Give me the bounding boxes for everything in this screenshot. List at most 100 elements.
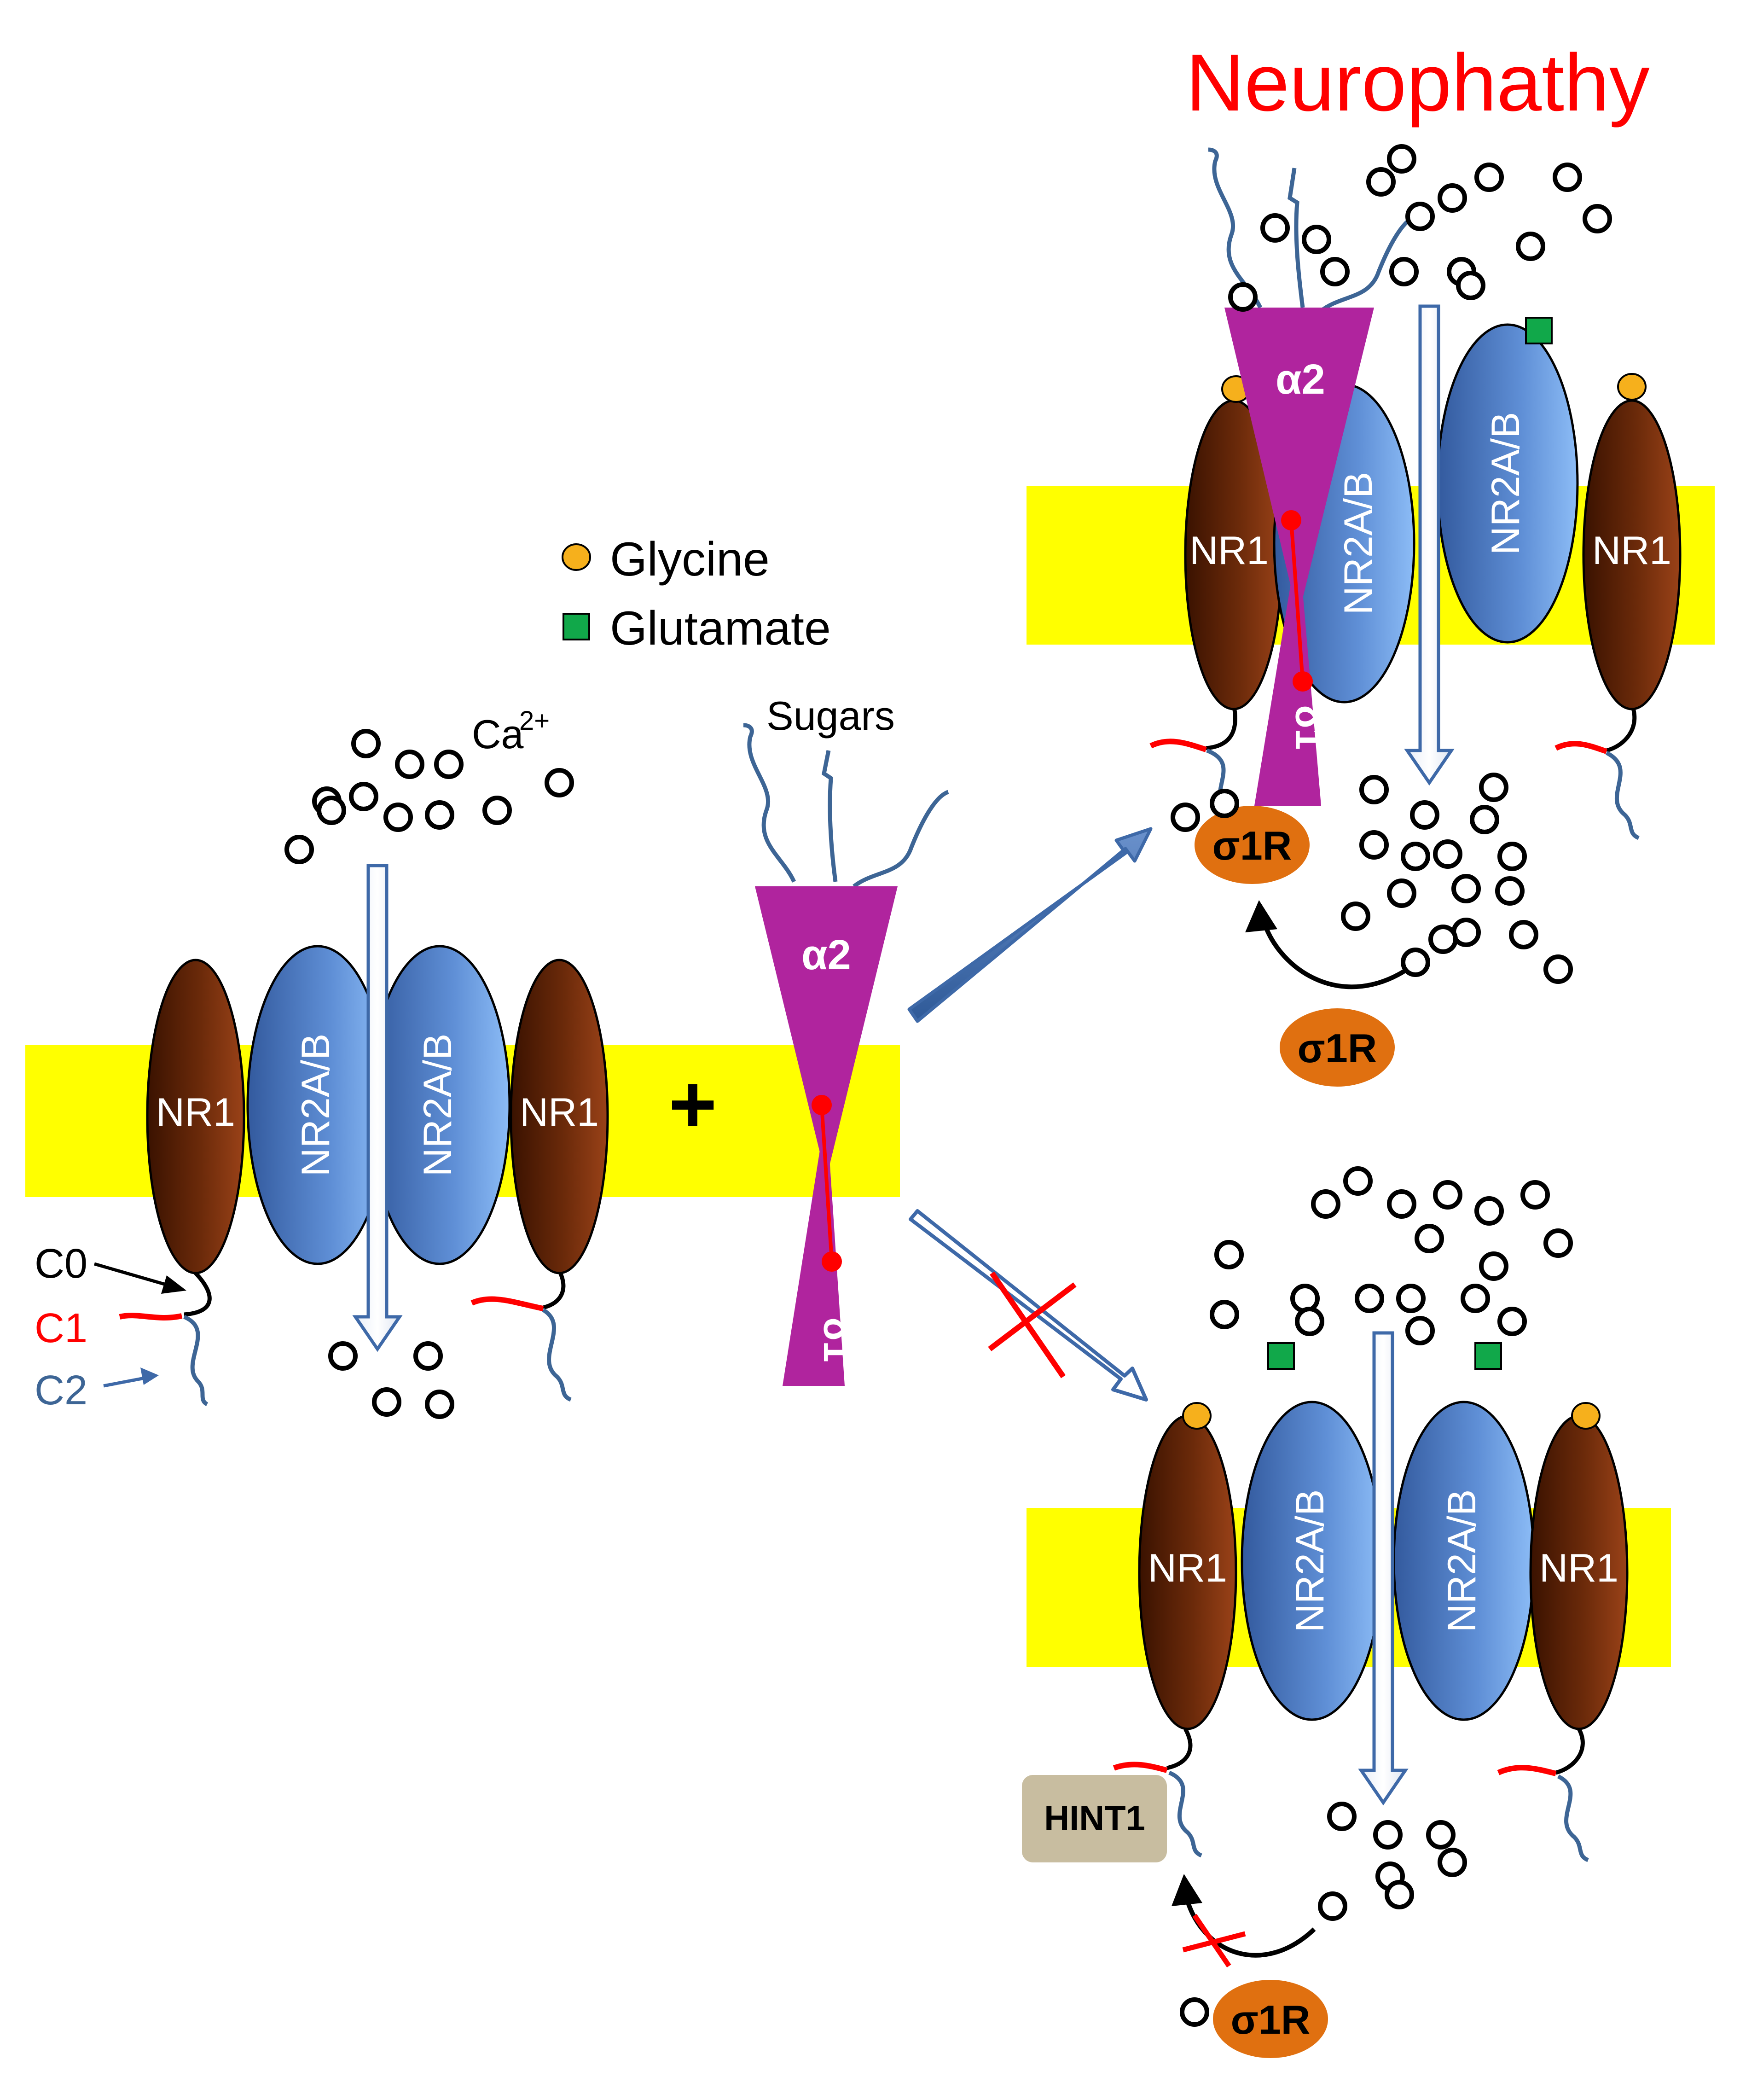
calcium-ion	[1359, 775, 1389, 804]
pathway-to-neuropathy	[907, 827, 1153, 1023]
c-terminal-tail	[542, 1269, 566, 1310]
calcium-ion	[1341, 902, 1370, 931]
sugar-chain	[1208, 147, 1263, 308]
nr1-label: NR1	[1189, 529, 1269, 573]
c0-pointer-arrowhead	[161, 1275, 186, 1294]
delta1-label: δ1	[816, 1317, 859, 1362]
nr2-label: NR2A/B	[1336, 472, 1380, 615]
calcium-ion	[1214, 1240, 1244, 1269]
calcium-ion	[1451, 874, 1481, 903]
sugar-chain	[821, 750, 838, 882]
sugar-chain	[1288, 168, 1305, 308]
calcium-ion	[1302, 225, 1331, 254]
calcium-ion	[425, 1390, 454, 1419]
calcium-ion	[372, 1387, 401, 1417]
calcium-ion	[284, 835, 314, 864]
calcium-ion	[1433, 1180, 1462, 1210]
sigma1r-label: σ1R	[1231, 1997, 1311, 2042]
calcium-ion	[545, 768, 574, 797]
nr1-label: NR1	[1592, 529, 1671, 573]
hint1-box	[1022, 1775, 1167, 1862]
sugar-chain	[1320, 214, 1416, 313]
calcium-ion	[1318, 1891, 1347, 1921]
nr1-label: NR1	[1539, 1546, 1618, 1590]
calcium-ion	[1366, 167, 1396, 197]
calcium-ion	[1355, 1284, 1384, 1313]
c-terminal-tail	[1166, 1728, 1193, 1770]
calcium-ion	[1389, 257, 1419, 286]
calcium-ion	[1343, 1166, 1373, 1196]
blocked-recruitment-arrowhead	[1172, 1874, 1202, 1906]
sigma1r-label: σ1R	[1298, 1025, 1377, 1071]
calcium-ion	[1405, 1316, 1435, 1345]
calcium-ion	[1180, 1997, 1209, 2027]
legend-glutamate-marker	[563, 613, 590, 640]
nr2-label: NR2A/B	[294, 1034, 338, 1177]
c-terminal-tail	[470, 1296, 544, 1311]
calcium-ion	[395, 750, 424, 779]
calcium-ion	[1410, 800, 1439, 830]
calcium-ion	[1438, 1848, 1467, 1877]
calcium-ion	[1470, 805, 1499, 834]
recruitment-arrow	[1261, 920, 1412, 989]
c-terminal-tail	[1168, 1770, 1203, 1858]
panel-hint1-protected: NR1 NR2A/B NR2A/B NR1 HINT1 σ1R	[1022, 1331, 1671, 2058]
legend-glycine-label: Glycine	[610, 533, 770, 586]
c-terminal-tail	[1113, 1762, 1168, 1773]
c-terminal-tail	[183, 1315, 209, 1407]
calcium-ion	[1495, 876, 1525, 906]
calcium-ion	[1327, 1802, 1357, 1831]
sigma1r-free	[1213, 1980, 1328, 2058]
calcium-ion	[328, 1341, 358, 1371]
ion-channel-arrow	[1358, 1331, 1409, 1806]
calcium-ion	[1290, 1284, 1320, 1313]
disulfide-bond	[1281, 510, 1301, 530]
calcium-ion	[434, 750, 464, 779]
calcium-label: Ca	[472, 711, 524, 757]
calcium-ion	[1228, 282, 1258, 312]
c-terminal-tail	[1497, 1765, 1557, 1776]
c1-label: C1	[35, 1305, 87, 1351]
calcium-ion	[1497, 842, 1527, 871]
figure-title: Neurophathy	[1186, 38, 1650, 128]
plus-sign: +	[668, 1058, 717, 1151]
calcium-ion	[1401, 948, 1430, 977]
calcium-ion	[1428, 925, 1458, 954]
disulfide-bond	[812, 1095, 832, 1115]
c-terminal-tail	[184, 1269, 212, 1317]
c-terminal-tail	[1554, 741, 1607, 754]
calcium-ion	[383, 803, 413, 832]
c-terminal-tail	[542, 1308, 572, 1402]
calcium-ion	[1426, 1820, 1456, 1850]
calcium-ion	[1387, 878, 1416, 908]
sugar-chain	[743, 723, 796, 883]
calcium-ion	[1509, 920, 1538, 949]
c-terminal-tail	[119, 1313, 183, 1320]
disulfide-bond	[820, 1105, 834, 1262]
calcium-ion	[1516, 232, 1545, 261]
calcium-ion	[351, 729, 381, 758]
calcium-ion	[1474, 163, 1504, 192]
nr2-label: NR2A/B	[1288, 1489, 1332, 1633]
glutamate-marker	[1267, 1342, 1295, 1370]
calcium-ion	[1387, 1189, 1416, 1219]
disulfide-bond	[1293, 671, 1313, 692]
calcium-ion	[1543, 954, 1573, 984]
disulfide-bond	[822, 1251, 842, 1272]
calcium-charge: 2+	[519, 706, 550, 736]
alpha2-label: α2	[801, 931, 851, 978]
calcium-ion	[1520, 1180, 1550, 1210]
calcium-ion	[1553, 163, 1582, 192]
glutamate-marker	[1474, 1342, 1502, 1370]
calcium-ion	[1415, 1224, 1444, 1253]
block-cross	[990, 1271, 1066, 1379]
recruitment-arrowhead	[1245, 900, 1277, 932]
pathway-blocked	[909, 1209, 1148, 1402]
calcium-ion	[1479, 773, 1508, 802]
calcium-ion	[1295, 1307, 1324, 1336]
calcium-ion	[1543, 1228, 1573, 1258]
nr1-label: NR1	[156, 1090, 235, 1134]
calcium-ion	[1433, 839, 1462, 869]
panel-resting-receptor: NR1 NR2A/B NR2A/B NR1 Ca 2+ C0 C1 C2 +	[25, 706, 900, 1414]
blocked-recruitment-arrow	[1185, 1901, 1316, 1958]
